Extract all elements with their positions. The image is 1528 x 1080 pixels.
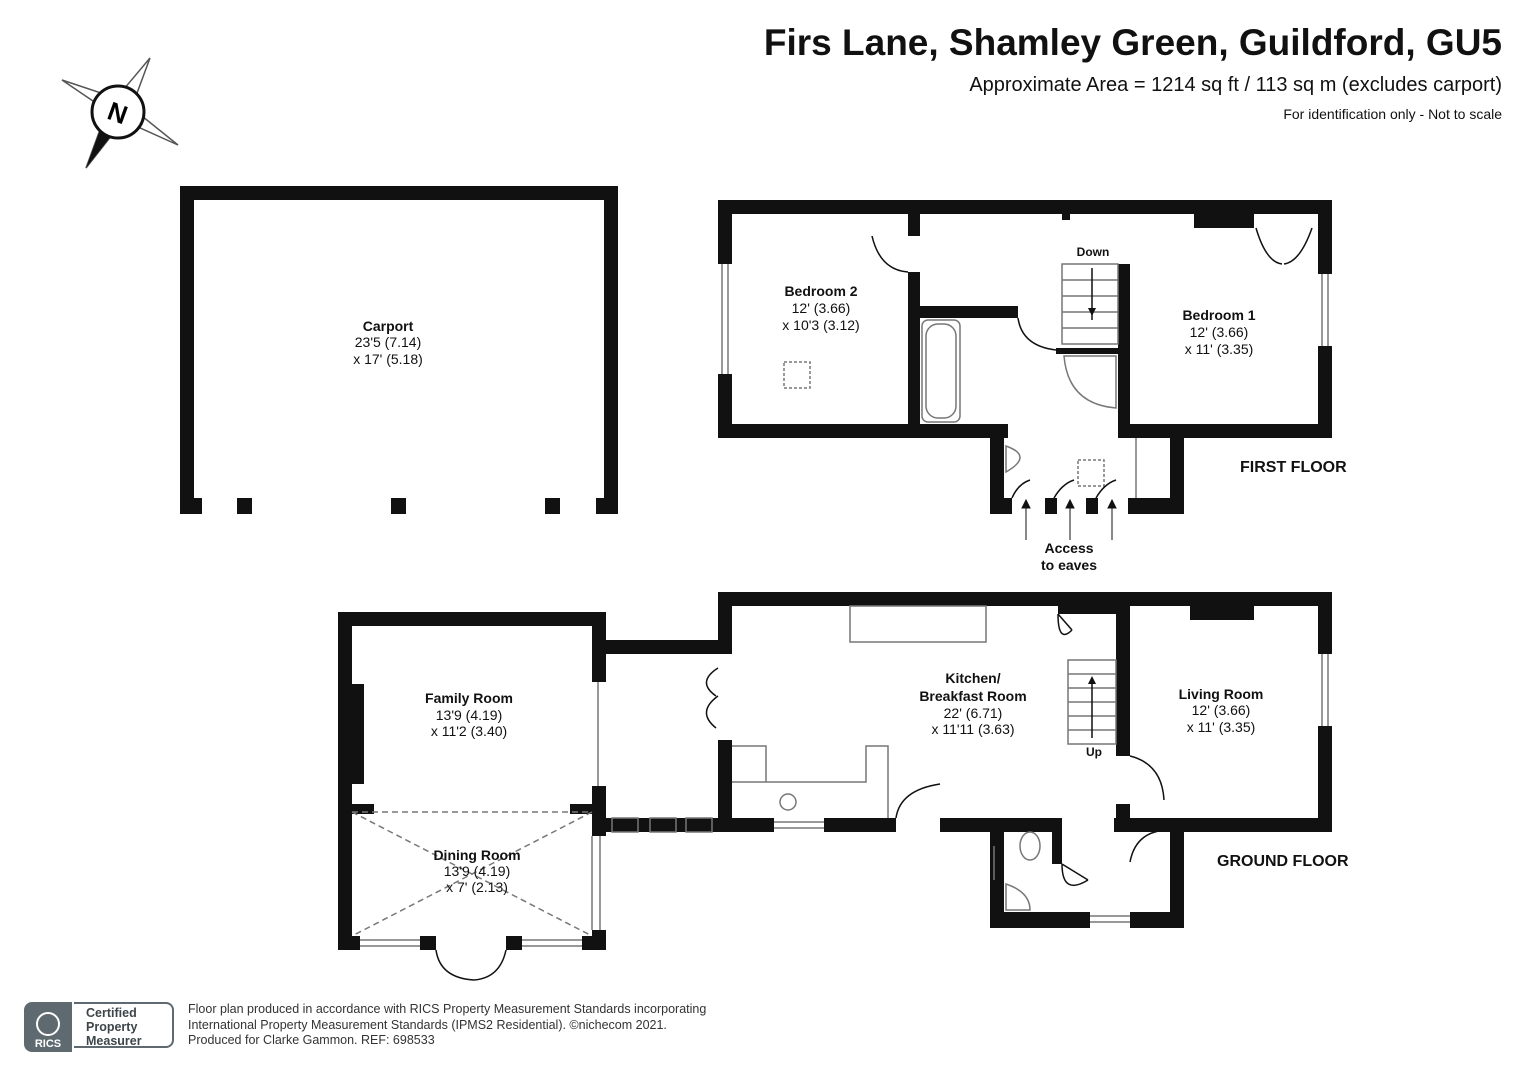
floor-plan: N xyxy=(61,57,1349,981)
dining-room-dim1: 13'9 (4.19) xyxy=(444,863,511,879)
kitchen-dim2: x 11'11 (3.63) xyxy=(931,721,1014,737)
bedroom2-dim1: 12' (3.66) xyxy=(792,300,851,316)
bedroom2-label: Bedroom 2 xyxy=(784,283,857,299)
scale-note: For identification only - Not to scale xyxy=(1283,106,1502,122)
page-title: Firs Lane, Shamley Green, Guildford, GU5 xyxy=(763,22,1502,63)
footer-line-2: International Property Measurement Stand… xyxy=(188,1017,667,1032)
carport-dim1: 23'5 (7.14) xyxy=(355,334,422,350)
eaves-arrows xyxy=(1021,498,1117,540)
certified-badge: Certified Property Measurer xyxy=(74,1002,174,1048)
ground-floor-walls xyxy=(338,592,1332,950)
dining-room-label: Dining Room xyxy=(433,847,520,863)
bedroom1-dim2: x 11' (3.35) xyxy=(1185,341,1254,357)
carport-walls xyxy=(180,186,618,514)
kitchen-dim1: 22' (6.71) xyxy=(944,705,1003,721)
footer-line-3: Produced for Clarke Gammon. REF: 698533 xyxy=(188,1033,435,1047)
bedroom2-dim2: x 10'3 (3.12) xyxy=(782,317,859,333)
area-text: Approximate Area = 1214 sq ft / 113 sq m… xyxy=(969,74,1502,96)
eaves-label-2: to eaves xyxy=(1041,557,1097,573)
carport-dim2: x 17' (5.18) xyxy=(353,351,423,367)
family-room-dim2: x 11'2 (3.40) xyxy=(431,723,507,739)
bedroom1-label: Bedroom 1 xyxy=(1182,307,1255,323)
rics-emblem-icon xyxy=(36,1012,60,1036)
kitchen-label-2: Breakfast Room xyxy=(919,688,1026,704)
family-room-label: Family Room xyxy=(425,690,513,706)
first-floor-label: FIRST FLOOR xyxy=(1240,459,1347,476)
bedroom1-dim1: 12' (3.66) xyxy=(1190,324,1249,340)
rics-badge: RICS xyxy=(24,1002,72,1052)
living-room-label: Living Room xyxy=(1179,686,1264,702)
rics-text: RICS xyxy=(34,1038,62,1050)
cert-line-2: Property xyxy=(86,1020,138,1034)
living-room-dim1: 12' (3.66) xyxy=(1192,702,1251,718)
family-room-dim1: 13'9 (4.19) xyxy=(436,707,503,723)
footer-line-1: Floor plan produced in accordance with R… xyxy=(188,1002,707,1016)
compass-icon: N xyxy=(61,57,179,169)
stairs-down-label: Down xyxy=(1077,245,1110,259)
carport-label: Carport xyxy=(363,318,414,334)
eaves-label-1: Access xyxy=(1044,540,1093,556)
cert-line-1: Certified xyxy=(86,1006,137,1020)
living-room-dim2: x 11' (3.35) xyxy=(1187,719,1256,735)
first-floor-fixtures xyxy=(721,227,1329,499)
kitchen-label-1: Kitchen/ xyxy=(945,670,1000,686)
first-floor-walls xyxy=(718,200,1332,514)
ground-floor-fixtures xyxy=(351,605,1329,981)
footer-text: Floor plan produced in accordance with R… xyxy=(188,1002,706,1049)
cert-line-3: Measurer xyxy=(86,1034,142,1048)
stairs-up-label: Up xyxy=(1086,745,1102,759)
dining-room-dim2: x 7' (2.13) xyxy=(446,879,508,895)
ground-floor-label: GROUND FLOOR xyxy=(1217,853,1349,870)
